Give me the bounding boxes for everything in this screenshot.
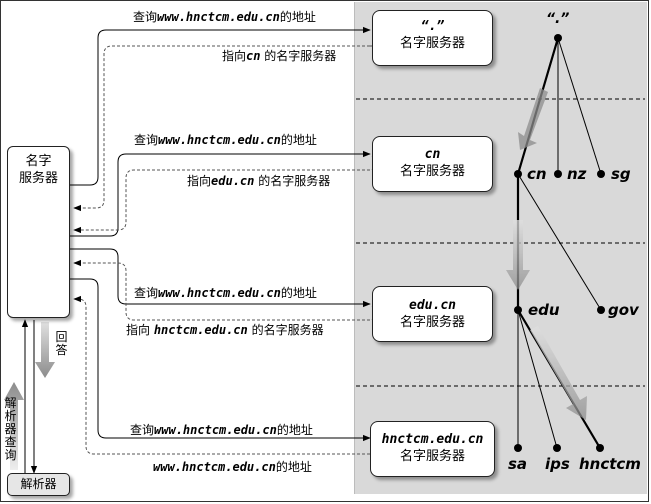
response-1-pre: 指向 xyxy=(222,49,247,63)
cn-name-server: cn 名字服务器 xyxy=(372,136,493,192)
resolver-query-label: 解析器查询 xyxy=(4,396,17,462)
traversal-arrows xyxy=(506,88,587,420)
response-2-pre: 指向 xyxy=(187,174,212,188)
response-1-wire xyxy=(74,35,378,208)
query-1-domain: www.hnctcm.edu.cn xyxy=(157,10,280,24)
local-server-line1: 名字 xyxy=(25,154,52,169)
root-server-label: 名字服务器 xyxy=(399,36,465,51)
edu-server-label: 名字服务器 xyxy=(399,315,465,330)
response-3-pre: 指向 xyxy=(126,323,154,337)
tree-node-cn: cn xyxy=(527,165,547,183)
cn-server-domain: cn xyxy=(424,147,441,162)
local-name-server: 名字 服务器 xyxy=(7,146,70,318)
hnctcm-server-domain: hnctcm.edu.cn xyxy=(381,432,484,447)
tree-node-hnctcm: hnctcm xyxy=(579,455,641,473)
response-1-label: 指向cn 的名字服务器 xyxy=(222,49,336,63)
response-4-post: 的地址 xyxy=(275,460,312,474)
query-2-domain: www.hnctcm.edu.cn xyxy=(158,133,281,147)
query-4-pre: 查询 xyxy=(130,423,155,437)
response-3-label: 指向 hnctcm.edu.cn 的名字服务器 xyxy=(126,323,324,337)
hnctcm-name-server: hnctcm.edu.cn 名字服务器 xyxy=(370,421,495,477)
root-server-domain: “.” xyxy=(420,19,445,34)
query-4-domain: www.hnctcm.edu.cn xyxy=(154,423,277,437)
query-wires xyxy=(70,26,371,442)
edu-name-server: edu.cn 名字服务器 xyxy=(372,286,493,342)
resolver-links xyxy=(4,319,55,474)
query-4-post: 的地址 xyxy=(276,423,313,437)
response-4-domain: www.hnctcm.edu.cn xyxy=(153,460,276,474)
tree-node-ips: ips xyxy=(545,455,570,473)
query-1-label: 查询www.hnctcm.edu.cn的地址 xyxy=(133,10,316,24)
query-3-wire xyxy=(70,248,371,308)
tree-node-gov: gov xyxy=(608,301,639,319)
query-3-domain: www.hnctcm.edu.cn xyxy=(158,286,281,300)
response-2-post: 的名字服务器 xyxy=(254,174,331,188)
tree-nodes-dots xyxy=(514,34,605,452)
reply-label: 回答 xyxy=(55,330,68,357)
response-3-post: 的名字服务器 xyxy=(247,323,324,337)
response-2-domain: edu.cn xyxy=(211,174,255,188)
tree-node-sg: sg xyxy=(611,165,631,183)
response-1-domain: cn xyxy=(246,49,261,63)
hnctcm-server-label: 名字服务器 xyxy=(399,449,465,464)
query-1-pre: 查询 xyxy=(133,10,158,24)
tree-root-label: “.” xyxy=(546,11,570,27)
query-2-post: 的地址 xyxy=(280,133,317,147)
query-1-post: 的地址 xyxy=(279,10,316,24)
response-4-label: www.hnctcm.edu.cn的地址 xyxy=(153,460,312,474)
response-1-post: 的名字服务器 xyxy=(260,49,337,63)
query-2-wire xyxy=(70,150,371,237)
level-separators xyxy=(356,98,645,387)
query-2-label: 查询www.hnctcm.edu.cn的地址 xyxy=(134,133,317,147)
resolver-label: 解析器 xyxy=(20,477,57,491)
query-2-pre: 查询 xyxy=(134,133,159,147)
tree-node-nz: nz xyxy=(567,165,587,183)
edu-server-domain: edu.cn xyxy=(409,298,456,313)
cn-server-label: 名字服务器 xyxy=(399,164,465,179)
tree-node-edu: edu xyxy=(528,301,560,319)
response-3-domain: hnctcm.edu.cn xyxy=(153,323,248,337)
resolver-box: 解析器 xyxy=(7,473,70,496)
query-3-post: 的地址 xyxy=(280,286,317,300)
tree-node-sa: sa xyxy=(508,455,528,473)
query-3-label: 查询www.hnctcm.edu.cn的地址 xyxy=(134,286,317,300)
query-1-wire xyxy=(70,26,371,186)
domain-tree-panel xyxy=(354,2,647,494)
query-3-pre: 查询 xyxy=(134,286,159,300)
root-name-server: “.” 名字服务器 xyxy=(372,10,493,66)
query-4-label: 查询www.hnctcm.edu.cn的地址 xyxy=(130,423,313,437)
local-server-line2: 服务器 xyxy=(18,171,58,186)
response-2-label: 指向edu.cn 的名字服务器 xyxy=(187,174,330,188)
query-4-wire xyxy=(70,278,371,442)
